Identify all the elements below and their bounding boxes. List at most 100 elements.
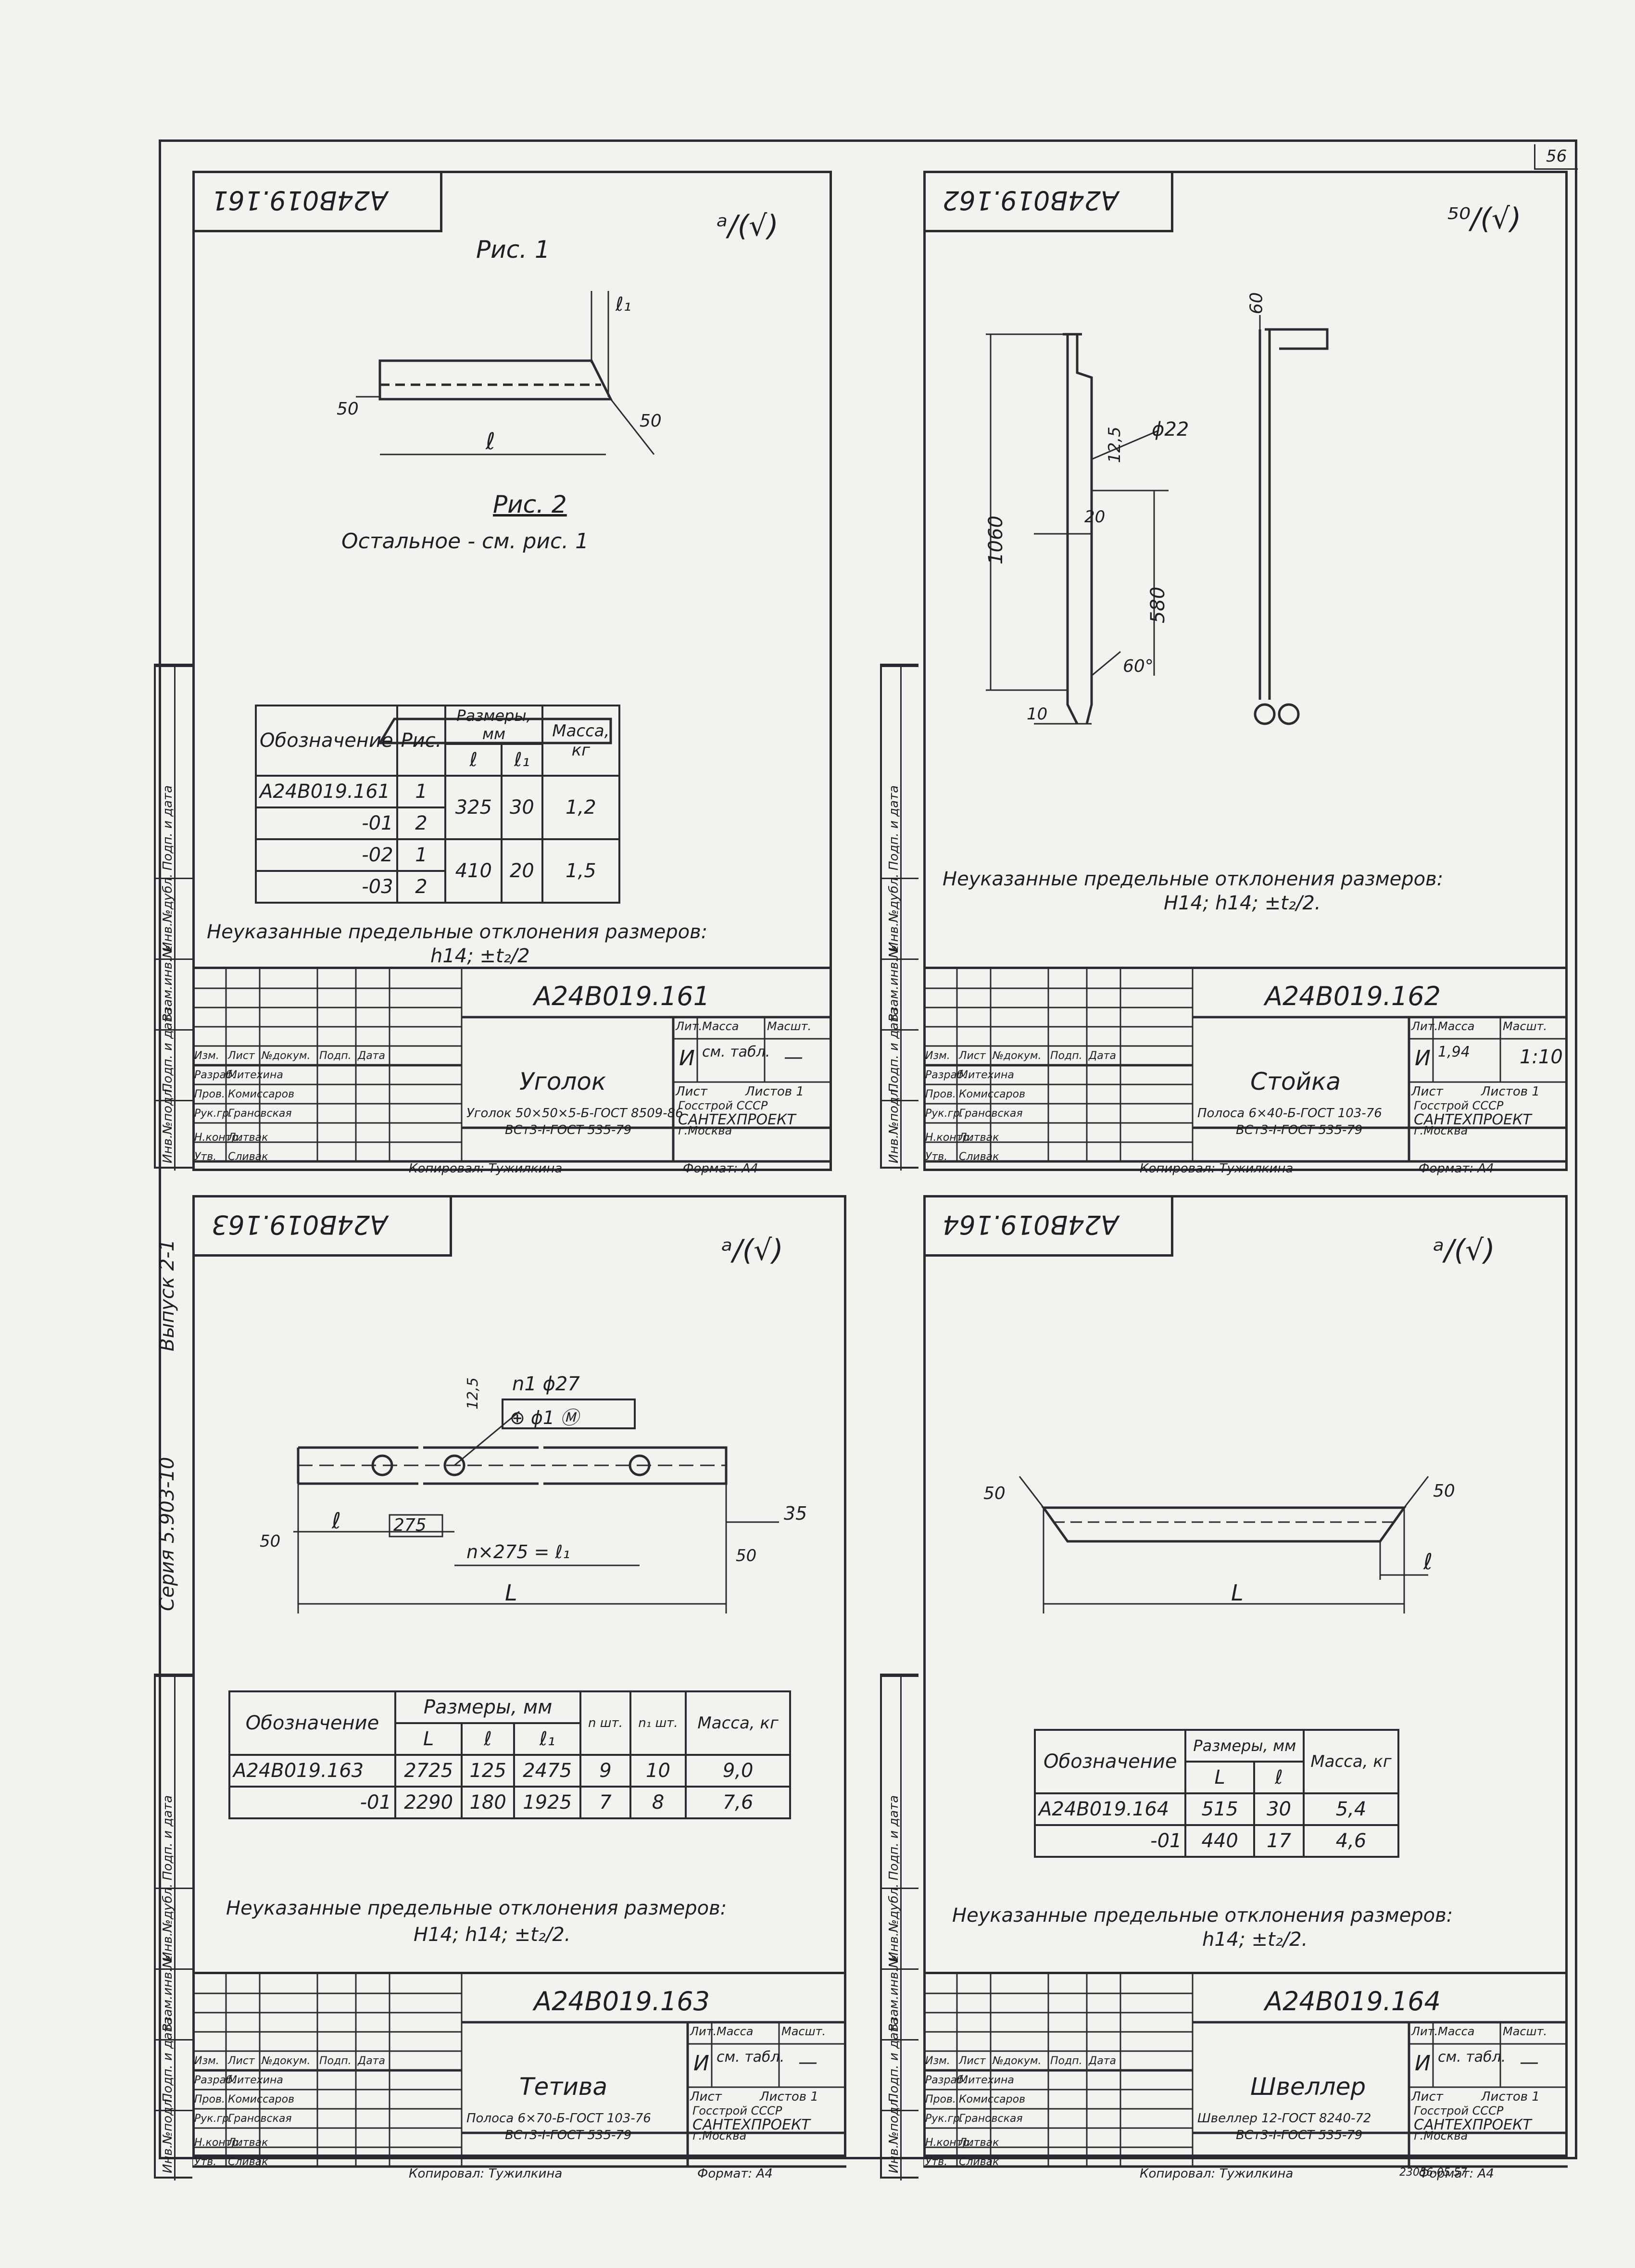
side-stamp-divider [174, 666, 176, 878]
th-dims: Размеры, мм [444, 705, 543, 745]
hole [443, 1454, 465, 1476]
tb-role: Пров. [925, 1088, 956, 1100]
side-stamp-divider [900, 1676, 902, 1888]
sheet-frame [192, 171, 832, 1171]
tb-name: Комиссаров [228, 1088, 295, 1100]
dim-12-5: 12,5 [1105, 427, 1124, 463]
tb-role: Утв. [925, 2156, 948, 2168]
tb-col-scale: Масшт. [767, 1020, 812, 1033]
series-label: Серия 5.903-10 [156, 1457, 178, 1611]
title-block-grid [923, 969, 1568, 1163]
tb-role: Пров. [194, 1088, 225, 1100]
th-mass: Масса, кг [541, 705, 621, 777]
title-block-grid [923, 1974, 1568, 2168]
dim-n275: n×275 = ℓ₁ [466, 1541, 570, 1562]
tb-sheets-count: Листов 1 [1481, 2090, 1540, 2104]
side-stamp-divider [900, 1968, 902, 2039]
tolerance-line-2: H14; h14; ±t₂/2. [414, 1924, 571, 1946]
top-code-box [923, 1195, 1173, 1257]
tb-header: Лист [959, 2055, 986, 2067]
tb-name: Митехина [228, 2074, 283, 2086]
tb-header: Лист [228, 1050, 255, 1062]
sheet-163: А24В019.163 ᵃ/(√) n1 ϕ27 12,5 ⊕ ϕ1 Ⓜ ℓ 2… [192, 1195, 846, 2157]
hole [629, 1454, 651, 1476]
stringer-part-drawing [293, 1399, 779, 1613]
tb-col-mass: Масса [1438, 2025, 1475, 2038]
tb-material-1: Швеллер 12-ГОСТ 8240-72 [1197, 2111, 1371, 2126]
tb-copied: Копировал: Тужилкина [409, 1161, 563, 1176]
dim-60-deg: 60° [1123, 656, 1154, 676]
tb-sheet: Лист [1411, 2090, 1443, 2104]
tb-col-lit: Лит. [1411, 1020, 1438, 1033]
side-stamp-divider [900, 2110, 902, 2180]
tb-header: Дата [1089, 1050, 1116, 1062]
tb-sheets-count: Листов 1 [1481, 1084, 1540, 1099]
tb-name: Сливак [228, 1151, 268, 1163]
tolerance-line-2: h14; ±t₂/2. [1202, 1928, 1308, 1951]
post-view-2 [1258, 329, 1271, 700]
tb-name: Литвак [959, 1132, 999, 1144]
dim-60: 60 [1246, 292, 1267, 315]
tb-header: Лист [959, 1050, 986, 1062]
tb-sheet: Лист [1411, 1084, 1443, 1099]
tb-scale: — [1520, 2051, 1539, 2073]
tb-org: САНТЕХПРОЕКТ [1414, 2117, 1532, 2133]
tb-format: Формат: А4 [697, 2167, 773, 2181]
side-stamp-divider [174, 1968, 176, 2039]
side-stamp-divider [900, 666, 902, 878]
side-stamp-divider [174, 958, 176, 1029]
hole [371, 1454, 393, 1476]
tb-name: Грановская [959, 1108, 1023, 1120]
tb-scale: — [784, 1046, 803, 1068]
channel-outline [1041, 1506, 1407, 1543]
post-part-drawing [986, 315, 1329, 725]
tb-material-2: ВСт3-I-ГОСТ 535-79 [1236, 2128, 1363, 2142]
tb-copied: Копировал: Тужилкина [1140, 1161, 1294, 1176]
tb-name: Митехина [959, 1069, 1014, 1081]
top-code-box [923, 171, 1173, 232]
tb-role: Утв. [925, 1151, 948, 1163]
tb-col-lit: Лит. [690, 2025, 717, 2038]
tb-org: Госстрой СССР [692, 2104, 782, 2117]
tb-col-scale: Масшт. [781, 2025, 826, 2038]
tb-role: Рук.гр. [925, 2113, 964, 2125]
side-stamp-divider [900, 878, 902, 958]
tb-scale: — [798, 2051, 818, 2073]
tb-mass: 1,94 [1438, 1044, 1470, 1060]
side-stamp-label: Подп. и дата [887, 1007, 901, 1093]
fig1-label: Рис. 1 [476, 236, 550, 264]
tb-org: САНТЕХПРОЕКТ [1414, 1111, 1532, 1128]
tb-header: Лист [228, 2055, 255, 2067]
tolerance-line-2: H14; h14; ±t₂/2. [1164, 892, 1321, 914]
table-row: -01 440 17 4,6 [1033, 1824, 1399, 1858]
dim-l: ℓ [486, 428, 495, 455]
side-stamp-divider [174, 2110, 176, 2180]
spec-table: Обозначение Размеры, мм Масса, кг L ℓ А2… [1033, 1729, 1399, 1858]
tb-col-mass: Масса [702, 1020, 739, 1033]
dim-L: L [505, 1580, 517, 1606]
angle-outline [378, 359, 613, 401]
spec-table: Обозначение Размеры, мм n шт. n₁ шт. Мас… [228, 1690, 791, 1819]
tb-name: Комиссаров [959, 1088, 1026, 1100]
tb-org: САНТЕХПРОЕКТ [678, 1111, 796, 1128]
side-stamp-label: Инв.№дубл. [887, 1883, 901, 1961]
tb-header: Изм. [925, 1050, 950, 1062]
tb-header: №докум. [993, 1050, 1042, 1062]
spec-table: Обозначение Рис. Размеры, мм Масса, кг ℓ… [255, 705, 621, 904]
tb-role: Рук.гр. [194, 2113, 233, 2125]
tb-name: Сливак [959, 1151, 999, 1163]
tb-name: Литвак [959, 2137, 999, 2149]
tolerance-line-1: Неуказанные предельные отклонения размер… [226, 1897, 727, 1919]
tb-role: Разраб. [194, 1069, 236, 1081]
angle-left: 50 [983, 1484, 1006, 1503]
tb-code: А24В019.163 [534, 1986, 710, 2016]
tb-lit: И [1415, 2051, 1431, 2076]
tb-sheet: Лист [676, 1084, 707, 1099]
page-number: 56 [1546, 147, 1567, 166]
position-tolerance-frame [502, 1399, 636, 1429]
tb-material-1: Полоса 6×70-Б-ГОСТ 103-76 [466, 2111, 651, 2126]
